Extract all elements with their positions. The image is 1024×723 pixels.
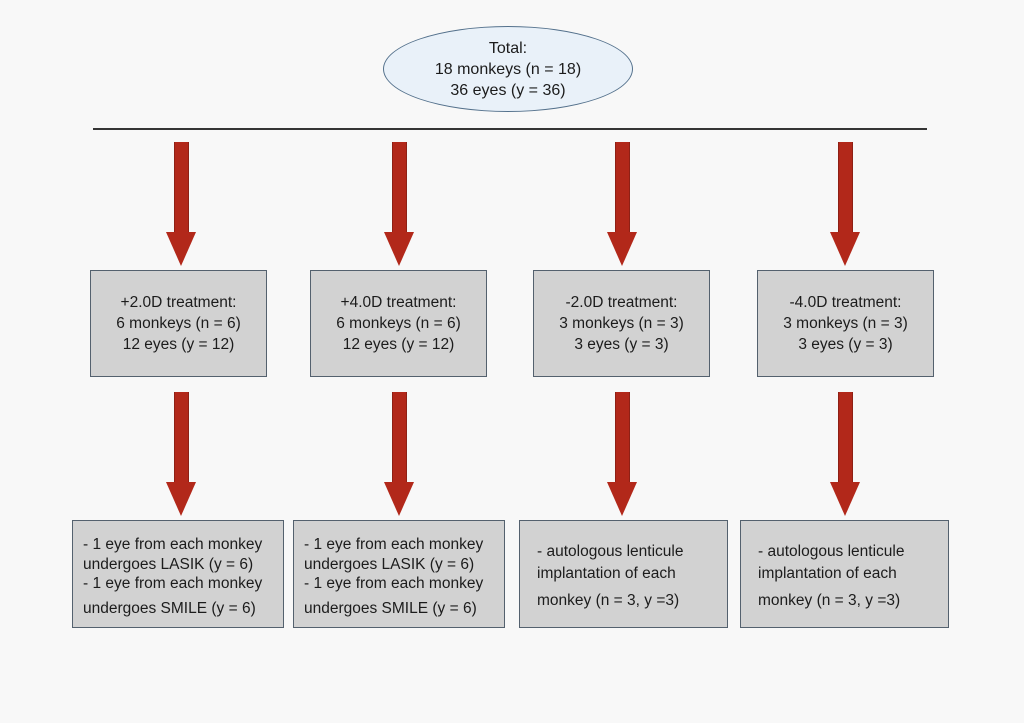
total-node: Total: 18 monkeys (n = 18) 36 eyes (y = … <box>383 26 633 112</box>
arrow-head <box>384 482 414 516</box>
procedure-line: - 1 eye from each monkey <box>83 575 263 592</box>
arrow-head <box>166 482 196 516</box>
treatment-box-plus2d: +2.0D treatment: 6 monkeys (n = 6) 12 ey… <box>90 270 267 377</box>
arrow-down-icon <box>607 392 637 516</box>
procedure-box-minus4d: - autologous lenticule implantation of e… <box>740 520 949 628</box>
procedure-line: undergoes SMILE (y = 6) <box>83 599 256 617</box>
arrow-head <box>830 482 860 516</box>
arrow-down-icon <box>384 392 414 516</box>
arrow-head <box>830 232 860 266</box>
arrow-down-icon <box>384 142 414 266</box>
arrow-shaft <box>837 142 853 233</box>
procedure-line: implantation of each <box>537 565 676 582</box>
arrow-shaft <box>173 392 189 483</box>
treatment-box-minus2d: -2.0D treatment: 3 monkeys (n = 3) 3 eye… <box>533 270 710 377</box>
total-line-1: Total: <box>488 39 528 57</box>
treatment-line: 3 eyes (y = 3) <box>574 336 669 353</box>
procedure-line: - autologous lenticule <box>758 543 905 560</box>
arrow-down-icon <box>166 392 196 516</box>
arrow-down-icon <box>607 142 637 266</box>
procedure-box-minus2d: - autologous lenticule implantation of e… <box>519 520 728 628</box>
arrow-head <box>607 482 637 516</box>
arrow-shaft <box>173 142 189 233</box>
procedure-line: undergoes LASIK (y = 6) <box>304 555 475 573</box>
treatment-line: 6 monkeys (n = 6) <box>116 315 241 332</box>
treatment-line: 12 eyes (y = 12) <box>122 336 235 353</box>
procedure-box-plus2d: - 1 eye from each monkey undergoes LASIK… <box>72 520 284 628</box>
arrow-down-icon <box>830 142 860 266</box>
procedure-line: - 1 eye from each monkey <box>304 536 484 553</box>
arrow-shaft <box>614 392 630 483</box>
procedure-line: - autologous lenticule <box>537 543 684 560</box>
treatment-line: 6 monkeys (n = 6) <box>336 315 461 332</box>
procedure-line: implantation of each <box>758 565 897 582</box>
treatment-line: 12 eyes (y = 12) <box>342 336 455 353</box>
procedure-line: undergoes LASIK (y = 6) <box>83 555 254 573</box>
arrow-shaft <box>391 392 407 483</box>
arrow-head <box>166 232 196 266</box>
procedure-line: - 1 eye from each monkey <box>304 575 484 592</box>
arrow-head <box>607 232 637 266</box>
arrow-down-icon <box>830 392 860 516</box>
procedure-box-plus4d: - 1 eye from each monkey undergoes LASIK… <box>293 520 505 628</box>
procedure-line: monkey (n = 3, y =3) <box>758 592 901 609</box>
arrow-shaft <box>837 392 853 483</box>
treatment-line: -4.0D treatment: <box>789 294 902 311</box>
total-line-2: 18 monkeys (n = 18) <box>434 60 582 78</box>
arrow-shaft <box>614 142 630 233</box>
treatment-line: 3 eyes (y = 3) <box>798 336 893 353</box>
procedure-line: monkey (n = 3, y =3) <box>537 592 680 609</box>
treatment-box-minus4d: -4.0D treatment: 3 monkeys (n = 3) 3 eye… <box>757 270 934 377</box>
arrow-down-icon <box>166 142 196 266</box>
treatment-line: 3 monkeys (n = 3) <box>783 315 908 332</box>
procedure-line: undergoes SMILE (y = 6) <box>304 599 477 617</box>
treatment-box-plus4d: +4.0D treatment: 6 monkeys (n = 6) 12 ey… <box>310 270 487 377</box>
treatment-line: 3 monkeys (n = 3) <box>559 315 684 332</box>
total-line-3: 36 eyes (y = 36) <box>450 81 566 99</box>
arrow-head <box>384 232 414 266</box>
treatment-line: +2.0D treatment: <box>120 294 237 311</box>
procedure-line: - 1 eye from each monkey <box>83 536 263 553</box>
divider-line <box>93 128 927 130</box>
treatment-line: +4.0D treatment: <box>340 294 457 311</box>
treatment-line: -2.0D treatment: <box>565 294 678 311</box>
arrow-shaft <box>391 142 407 233</box>
